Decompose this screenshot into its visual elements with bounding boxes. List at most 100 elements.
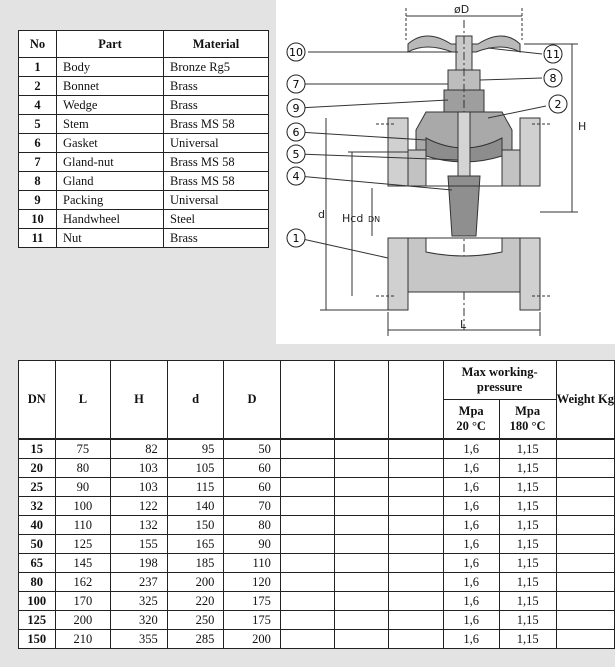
header-weight: Weight Kg [555,360,615,440]
cell-weight [555,515,615,535]
cell-blank-2 [334,553,390,573]
cell-blank-2 [334,591,390,611]
cell-dn: 15 [18,438,56,459]
cell-H: 103 [110,477,168,497]
cell-dn: 65 [18,553,56,573]
part-material: Universal [163,190,269,210]
cell-mpa-20: 1,6 [442,477,500,497]
part-no: 10 [18,209,57,229]
cell-mpa-20: 1,6 [442,438,500,459]
cell-H: 155 [110,534,168,554]
part-material: Brass MS 58 [163,152,269,172]
cell-blank-3 [388,496,444,516]
part-material: Bronze Rg5 [163,57,269,77]
cell-weight [555,534,615,554]
cell-dn: 80 [18,572,56,592]
cell-mpa-20: 1,6 [442,553,500,573]
cell-blank-2 [334,572,390,592]
cell-D: 50 [223,438,281,459]
dim-D: øD [454,3,469,16]
cell-D: 200 [223,629,281,649]
mpa-180-temp: 180 °C [509,419,546,433]
cell-blank-3 [388,438,444,459]
cell-d: 95 [166,438,225,459]
header-blank-1 [279,360,336,440]
cell-mpa-20: 1,6 [442,458,500,478]
cell-L: 162 [54,572,112,592]
cell-weight [555,572,615,592]
cell-blank-2 [334,438,390,459]
cell-L: 200 [54,610,112,630]
callout-label: 8 [550,72,557,85]
cell-blank-3 [388,477,444,497]
mpa-180-unit: Mpa [515,404,541,418]
callout-circle [543,44,563,64]
cell-weight [555,629,615,649]
cell-d: 165 [166,534,225,554]
cell-D: 90 [223,534,281,554]
cell-L: 170 [54,591,112,611]
cell-d: 185 [166,553,225,573]
parts-header-row: No Part Material [18,30,269,58]
cell-blank-3 [388,534,444,554]
cell-weight [555,458,615,478]
cell-D: 80 [223,515,281,535]
cell-weight [555,477,615,497]
cell-blank-1 [279,515,336,535]
cell-blank-2 [334,534,390,554]
cell-dn: 125 [18,610,56,630]
mpa-20-temp: 20 °C [456,419,486,433]
callout-label: 5 [293,148,300,161]
cell-D: 175 [223,610,281,630]
header-H: H [110,360,168,440]
cell-d: 105 [166,458,225,478]
callout-label: 11 [546,48,560,61]
cell-D: 60 [223,477,281,497]
cell-H: 325 [110,591,168,611]
cell-H: 198 [110,553,168,573]
callout-circle [286,144,306,164]
cell-L: 125 [54,534,112,554]
cell-dn: 20 [18,458,56,478]
header-L: L [54,360,112,440]
cell-blank-3 [388,572,444,592]
cell-L: 110 [54,515,112,535]
cell-blank-1 [279,572,336,592]
header-no: No [18,30,57,58]
part-material: Brass [163,76,269,96]
cell-H: 355 [110,629,168,649]
part-no: 9 [18,190,57,210]
cell-blank-3 [388,515,444,535]
callout-label: 6 [293,126,300,139]
header-D: D [223,360,281,440]
cell-H: 237 [110,572,168,592]
cell-L: 90 [54,477,112,497]
header-part: Part [56,30,164,58]
cell-dn: 32 [18,496,56,516]
cell-blank-2 [334,477,390,497]
part-name: Gasket [56,133,164,153]
cell-D: 60 [223,458,281,478]
dim-DN: DN [368,215,380,224]
cell-d: 140 [166,496,225,516]
part-no: 6 [18,133,57,153]
cell-d: 150 [166,515,225,535]
cell-mpa-20: 1,6 [442,610,500,630]
cell-D: 70 [223,496,281,516]
cell-mpa-20: 1,6 [442,515,500,535]
cell-mpa-20: 1,6 [442,496,500,516]
callout-circle [286,122,306,142]
header-mpa-20: Mpa 20 °C [442,399,500,440]
cell-L: 145 [54,553,112,573]
cell-mpa-180: 1,15 [498,458,557,478]
cell-mpa-20: 1,6 [442,534,500,554]
